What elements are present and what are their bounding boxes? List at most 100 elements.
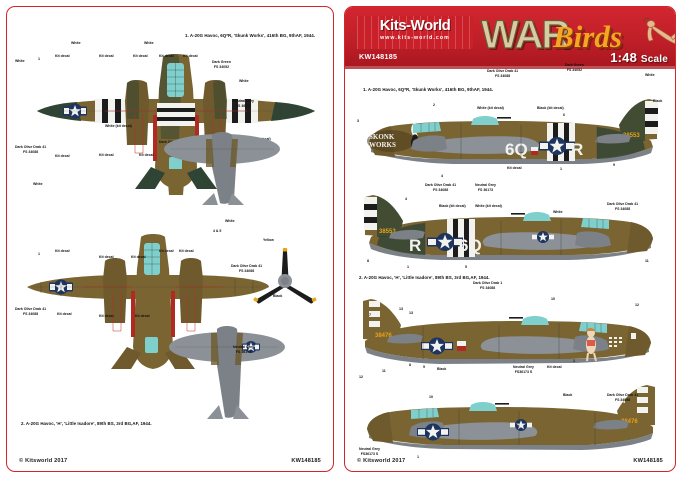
scale-number: 1:48 xyxy=(610,50,638,65)
callout-dark-green-p1-fs: FS 34052 xyxy=(566,67,583,72)
callout-dod-1-name: Dark Olive Drab 41 xyxy=(15,145,47,149)
marker-6-p1: 6 xyxy=(563,113,565,117)
plan-view-top-olive-drab xyxy=(27,234,269,369)
plan-view-underside-grey-2 xyxy=(169,326,285,419)
callout-white-p1: White xyxy=(645,73,655,77)
callout-dod-p1-fs: FS 34088 xyxy=(494,73,511,78)
callout-white-4: White xyxy=(239,79,249,83)
callout-black-p4: Black xyxy=(563,393,573,397)
callout-kit-decal-10: Kit decal xyxy=(99,255,114,259)
callout-kit-decal-3: Kit decal xyxy=(133,54,148,58)
marker-12-p3: 12 xyxy=(635,303,639,307)
callout-black-p1: Black xyxy=(653,99,663,103)
marker-1-p3: 1 xyxy=(573,359,575,363)
code-left-profile-2: R xyxy=(409,236,421,255)
callout-kit-decal-6: Kit decal xyxy=(55,154,70,158)
callout-dod-p2b-fs: FS 34088 xyxy=(614,206,631,211)
marker-1-p1: 1 xyxy=(560,167,562,171)
marker-5-p2: 5 xyxy=(465,265,467,269)
callout-kit-decal-11: Kit decal xyxy=(131,255,146,259)
callout-kit-decal-14: Kit decal xyxy=(99,314,114,318)
callout-neutral-grey-p2: Neutral Grey FS 36173 xyxy=(475,183,496,192)
callout-yellow-prop: Yellow xyxy=(263,238,274,242)
callout-neutral-grey-1: Neutral Grey FS 36173 xyxy=(233,99,254,108)
callout-neutral-grey-name: Neutral Grey xyxy=(233,99,255,103)
callout-black-kd-p1: Black (kit decal) xyxy=(537,106,564,110)
marker-4-p1: 4 xyxy=(441,174,443,178)
callout-dod-p4-name: Dark Olive Drab 41 xyxy=(607,393,639,397)
callout-dod1-p3: Dark Olive Drab 1 FS 34088 xyxy=(473,281,502,290)
serial-profile-2: 38553 xyxy=(379,229,396,235)
callout-white-5: White xyxy=(33,182,43,186)
callout-kit-decal-15: Kit decal xyxy=(135,314,150,318)
tail-letter-profile-4: H xyxy=(619,395,626,405)
callout-ng-p4-name: Neutral Grey xyxy=(359,447,381,451)
scale-word: Scale xyxy=(640,54,668,65)
marker-1-plan2: 1 xyxy=(38,252,40,256)
callout-dod-3: Dark Olive Drab 41 FS 34088 xyxy=(15,307,46,316)
callout-white-prop: White xyxy=(225,219,235,223)
callout-dod-p2b: Dark Olive Drab 41 FS 34088 xyxy=(607,202,638,211)
marker-11-p3: 11 xyxy=(382,369,386,373)
marker-11-p2: 11 xyxy=(645,259,649,263)
propeller-detail xyxy=(253,248,317,304)
callout-white-2: White xyxy=(71,41,81,45)
series-title-war: WAR xyxy=(480,12,571,57)
footer-copyright-right: © Kitsworld 2017 xyxy=(357,458,406,464)
callout-prop-detail: 4 & 5 xyxy=(213,229,222,233)
callout-kit-decal-2: Kit decal xyxy=(99,54,114,58)
profile-4-starboard-h: H 38476 xyxy=(367,385,655,450)
callout-kit-decal-7: Kit decal xyxy=(99,153,114,157)
caption-subject-2-right: 2. A-20G Havoc, 'H', 'Little Isadore', 8… xyxy=(359,275,490,280)
callout-dod-prop: Dark Olive Drab 41 FS 34088 xyxy=(231,264,262,273)
callout-neutral-grey-2-name: Neutral Grey xyxy=(233,345,255,349)
callout-kit-decal-p1: Kit decal xyxy=(507,166,522,170)
callout-black-kd-p2: Black (kit decal) xyxy=(439,204,466,208)
callout-dod-p2-name: Dark Olive Drab 41 xyxy=(425,183,457,187)
callout-dod-p4: Dark Olive Drab 41 FS 34088 xyxy=(607,393,638,402)
marker-10-p3: 10 xyxy=(551,297,555,301)
callout-kit-decal-4: Kit decal xyxy=(159,54,174,58)
callout-ng-p2-fs: FS 36173 xyxy=(477,187,494,192)
serial-profile-4: 38476 xyxy=(621,419,638,425)
marker-2-p1: 2 xyxy=(433,103,435,107)
plan-view-underside-grey-1 xyxy=(164,132,280,205)
callout-dod-p1: Dark Olive Drab 41 FS 34088 xyxy=(487,69,518,78)
marker-10-p4: 10 xyxy=(429,395,433,399)
callout-white-kit-decal-1: White (kit decal) xyxy=(105,124,132,128)
marker-8-p2: 8 xyxy=(367,259,369,263)
series-title-birds: Birds xyxy=(553,19,622,54)
callout-black-prop: Black xyxy=(273,294,283,298)
caption-subject-1-right: 1. A-20G Havoc, 6Q*R, 'Skunk Works', 416… xyxy=(363,87,493,92)
callout-ng-p4: Neutral Grey FS36173 S xyxy=(359,447,380,456)
callout-dod-prop-name: Dark Olive Drab 41 xyxy=(231,264,263,268)
callout-neutral-grey-2-fs: FS 36173 xyxy=(235,349,252,354)
callout-dark-green: Dark Green FS 34052 xyxy=(212,60,231,69)
marker-12-p4: 12 xyxy=(359,375,363,379)
callout-dod-3-fs: FS 34088 xyxy=(22,311,39,316)
callout-kit-decal-1: Kit decal xyxy=(55,54,70,58)
marker-9-p3: 9 xyxy=(423,365,425,369)
callout-kit-decal-12: Kit decal xyxy=(159,249,174,253)
callout-kit-decal-9: Kit decal xyxy=(55,249,70,253)
code-right-profile-2: 6Q xyxy=(459,236,482,255)
footer-code-left: KW148185 xyxy=(291,458,321,464)
callout-dod-p4-fs: FS 34088 xyxy=(614,397,631,402)
callout-dod-p2-fs: FS 34088 xyxy=(432,187,449,192)
brand-logo[interactable]: Kits-World www.kits-world.com xyxy=(357,16,473,49)
marker-8-p3: 8 xyxy=(409,363,411,367)
left-sheet: 1. A-20G Havoc, 6Q*R, 'Skunk Works', 416… xyxy=(6,6,334,472)
callout-dark-green-p1: Dark Green FS 34052 xyxy=(565,63,584,72)
callout-kit-decal-8: Kit decal xyxy=(139,153,154,157)
callout-ng-p4-fs: FS36173 S xyxy=(360,451,379,456)
serial-profile-1: 38553 xyxy=(623,133,640,139)
caption-subject-1-left: 1. A-20G Havoc, 6Q*R, 'Skunk Works', 416… xyxy=(185,33,315,38)
callout-neutral-grey-2: Neutral Grey FS 36173 xyxy=(233,345,254,354)
callout-ng-p3-fs: FS36173 S xyxy=(514,369,533,374)
callout-kit-decal-16: Kit decal xyxy=(57,312,72,316)
callout-white-3: White xyxy=(144,41,154,45)
callout-kitdecal-p3: Kit decal xyxy=(547,365,562,369)
callout-dod-1: Dark Olive Drab 41 FS 34088 xyxy=(15,145,46,154)
callout-dark-green-p1-name: Dark Green xyxy=(565,63,584,67)
callout-white-p2: White xyxy=(553,210,563,214)
